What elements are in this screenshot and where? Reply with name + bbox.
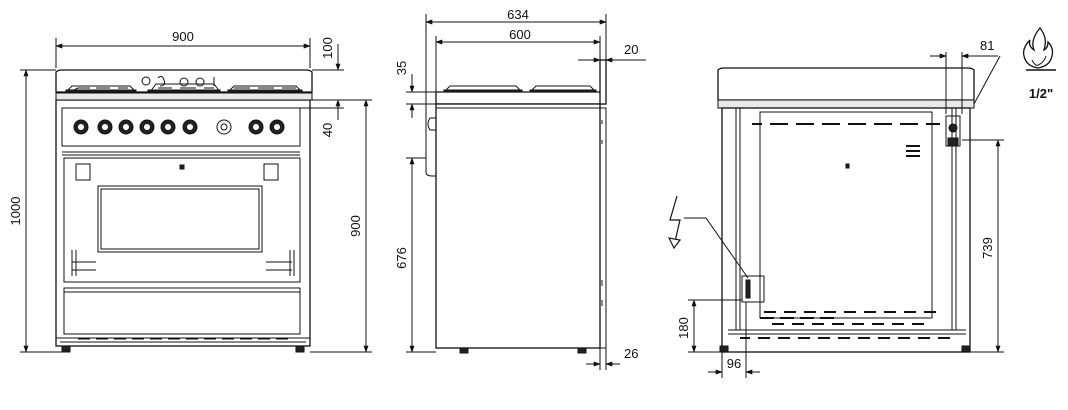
front-foot-right [295, 345, 305, 353]
dim-side-depth-total: 634 [507, 7, 529, 22]
front-grates [65, 83, 303, 93]
lightning-icon [667, 195, 682, 250]
side-knob [427, 117, 437, 131]
side-body [435, 103, 601, 349]
dim-front-width: 900 [172, 29, 194, 44]
back-panel [759, 111, 933, 319]
dim-front-height: 1000 [8, 197, 23, 226]
side-cooktop [435, 91, 605, 105]
side-handle [425, 158, 437, 177]
side-grates [443, 85, 597, 93]
back-top [717, 67, 975, 101]
back-view: 81 739 180 96 1/2" [667, 26, 1056, 378]
control-panel [61, 107, 301, 147]
side-backguard [599, 59, 607, 105]
dim-side-depth: 600 [509, 27, 531, 42]
storage-drawer [63, 287, 301, 335]
dim-side-height: 676 [394, 247, 409, 269]
dim-back-gas-height: 739 [980, 237, 995, 259]
dim-side-top-offset: 35 [394, 61, 409, 75]
dim-back-elec-height: 180 [676, 317, 691, 339]
dim-side-back: 20 [624, 42, 638, 57]
dim-side-foot: 26 [624, 346, 638, 361]
gas-connection [945, 115, 961, 147]
front-body [55, 99, 311, 347]
dim-back-elec-offset: 96 [727, 356, 741, 371]
front-foot-left [61, 345, 71, 353]
flame-icon [1022, 26, 1056, 71]
front-cooktop [55, 69, 313, 93]
oven-window [97, 185, 263, 253]
electrical-box [741, 275, 765, 303]
dim-front-body-height: 900 [348, 215, 363, 237]
back-body [721, 107, 971, 353]
gas-thread-size: 1/2" [1029, 86, 1053, 101]
oven-door [63, 157, 301, 283]
front-view: 900 1000 100 40 900 [8, 29, 372, 353]
side-view: 634 600 20 35 676 26 [394, 7, 646, 370]
dim-front-panel: 40 [320, 123, 335, 137]
dim-back-gas-offset: 81 [980, 38, 994, 53]
control-knobs [73, 119, 285, 135]
brand-logo [141, 75, 215, 87]
door-hinges [71, 250, 295, 276]
dim-front-top: 100 [320, 37, 335, 59]
